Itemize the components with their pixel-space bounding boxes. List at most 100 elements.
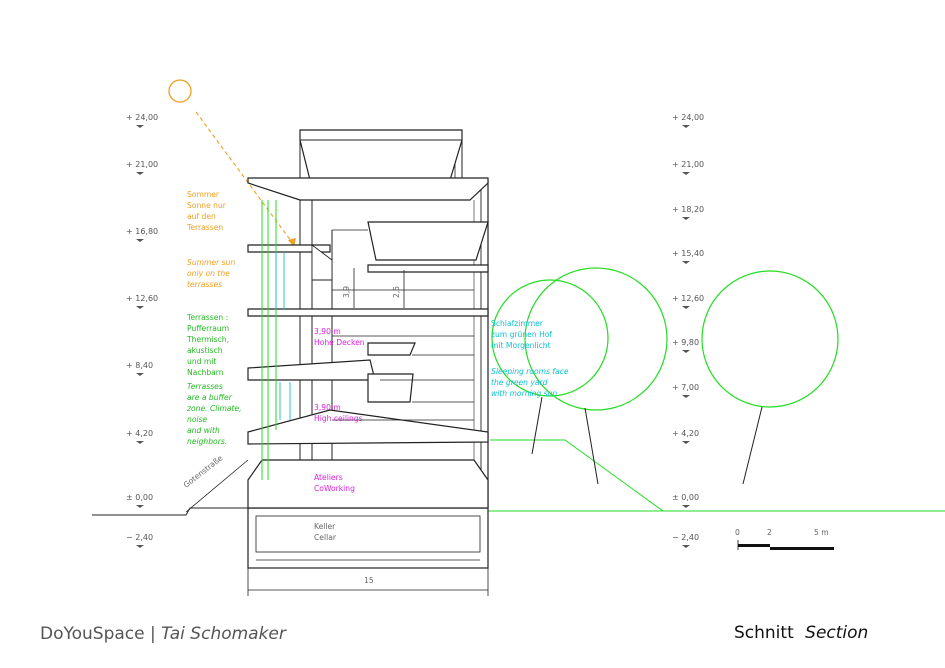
levels-right: + 24,00+ 21,00+ 18,20+ 15,40+ 12,60+ 9,8… bbox=[672, 113, 704, 548]
sun-icon bbox=[168, 79, 192, 103]
terrace-note-en: noise bbox=[187, 415, 208, 424]
street-label: Gotenstraße bbox=[182, 453, 225, 489]
summer-note-de: Terrassen bbox=[186, 223, 223, 232]
ateliers-label: Ateliers bbox=[314, 473, 343, 482]
slab-21 bbox=[247, 177, 489, 201]
terrace-note-de: und mit bbox=[187, 357, 216, 366]
level-marker-icon bbox=[682, 261, 690, 264]
ceiling-note-en: 3,90 m bbox=[314, 403, 341, 412]
dim-label-25: 2,5 bbox=[392, 286, 401, 298]
level-label: + 9,80 bbox=[672, 338, 699, 347]
terrace-note-de: Terrassen : bbox=[186, 313, 228, 322]
scale-bar: 0 2 5 m bbox=[735, 528, 834, 550]
level-label: + 24,00 bbox=[672, 113, 704, 122]
summer-note-de: Sommer bbox=[187, 190, 220, 199]
slab-70 bbox=[367, 373, 414, 403]
scale-label-2: 2 bbox=[767, 528, 772, 537]
terrace-note-en: Terrasses bbox=[187, 382, 223, 391]
terrace-note-de: akustisch bbox=[187, 346, 223, 355]
summer-note-de: auf den bbox=[187, 212, 216, 221]
level-label: + 21,00 bbox=[672, 160, 704, 169]
level-label: + 12,60 bbox=[126, 294, 158, 303]
level-marker-icon bbox=[682, 441, 690, 444]
terrace-note-en: neighbors. bbox=[187, 437, 227, 446]
terrace-note-en: and with bbox=[187, 426, 220, 435]
tree-trunk-2 bbox=[584, 407, 599, 485]
brand-name: DoYouSpace bbox=[40, 624, 145, 644]
level-marker-icon bbox=[682, 306, 690, 309]
terrace-note-en: are a buffer bbox=[187, 393, 233, 402]
courtyard-outline bbox=[490, 439, 664, 512]
level-label: + 16,80 bbox=[126, 227, 158, 236]
level-marker-icon bbox=[682, 217, 690, 220]
levels-left: + 24,00 + 21,00 + 16,80 + 12,60 + 8,40 + 4,20… bbox=[126, 113, 158, 548]
terrace-note-de: Pufferraum bbox=[187, 324, 229, 333]
roof-planter bbox=[299, 129, 463, 181]
level-marker-icon bbox=[136, 306, 144, 309]
level-label: ± 0,00 bbox=[672, 493, 699, 502]
slab-154 bbox=[367, 264, 489, 273]
level-marker-icon bbox=[136, 441, 144, 444]
dim-label-39: 3,9 bbox=[342, 286, 351, 298]
scale-label-0: 0 bbox=[735, 528, 740, 537]
author-name: Tai Schomaker bbox=[161, 624, 286, 644]
level-label: + 8,40 bbox=[126, 361, 153, 370]
level-label: + 21,00 bbox=[126, 160, 158, 169]
width-dim-label: 15 bbox=[364, 576, 374, 585]
scale-label-5m: 5 m bbox=[814, 528, 829, 537]
bedroom-note-de: mit Morgenlicht bbox=[491, 341, 551, 350]
planter-upper bbox=[367, 221, 489, 261]
slab-42 bbox=[247, 409, 489, 445]
bedroom-note-de: Schlafzimmer bbox=[491, 319, 544, 328]
tree-canopy-3 bbox=[701, 270, 839, 408]
ceiling-note-de: Hohe Decken bbox=[314, 338, 365, 347]
cellar-label: Cellar bbox=[314, 533, 337, 542]
bedroom-note-en: Sleeping rooms face bbox=[491, 367, 569, 376]
bedroom-note-de: zum grünen Hof bbox=[491, 330, 552, 339]
level-marker-icon bbox=[682, 172, 690, 175]
title-de: Schnitt bbox=[734, 623, 794, 643]
core-column bbox=[311, 244, 333, 281]
level-label: + 4,20 bbox=[672, 429, 699, 438]
level-label: + 12,60 bbox=[672, 294, 704, 303]
front-glazing bbox=[261, 200, 277, 480]
level-marker-icon bbox=[682, 395, 690, 398]
level-label: − 2,40 bbox=[672, 533, 699, 542]
level-label: − 2,40 bbox=[126, 533, 153, 542]
level-marker-icon bbox=[682, 545, 690, 548]
level-marker-icon bbox=[136, 239, 144, 242]
level-marker-icon bbox=[136, 125, 144, 128]
street-slope bbox=[185, 459, 249, 513]
level-label: ± 0,00 bbox=[126, 493, 153, 502]
floor-lines bbox=[332, 229, 474, 421]
level-marker-icon bbox=[136, 172, 144, 175]
footer-title: Schnitt Section bbox=[734, 623, 868, 643]
bedroom-note-en: with morning sun bbox=[491, 389, 557, 398]
basement bbox=[247, 507, 489, 569]
ground-line bbox=[92, 507, 248, 516]
tree-trunk-1 bbox=[531, 396, 543, 455]
brand-separator: | bbox=[150, 624, 156, 644]
level-marker-icon bbox=[682, 505, 690, 508]
level-marker-icon bbox=[682, 350, 690, 353]
summer-note-de: Sonne nur bbox=[187, 201, 227, 210]
level-marker-icon bbox=[136, 505, 144, 508]
level-marker-icon bbox=[136, 545, 144, 548]
summer-note-en: Summer sun bbox=[187, 258, 235, 267]
level-label: + 24,00 bbox=[126, 113, 158, 122]
terrace-note-de: Nachbarn bbox=[187, 368, 224, 377]
tree-canopy-1 bbox=[491, 279, 609, 397]
footer-brand: DoYouSpace | Tai Schomaker bbox=[40, 624, 286, 644]
level-marker-icon bbox=[136, 373, 144, 376]
ateliers-label: CoWorking bbox=[314, 484, 355, 493]
ceiling-note-en: High ceilings bbox=[314, 414, 363, 423]
title-en: Section bbox=[805, 623, 869, 643]
terrace-note-de: Thermisch, bbox=[186, 335, 229, 344]
level-marker-icon bbox=[682, 125, 690, 128]
slab-98 bbox=[367, 342, 416, 356]
level-label: + 4,20 bbox=[126, 429, 153, 438]
terrace-note-en: zone. Climate, bbox=[186, 404, 242, 413]
slab-0 bbox=[247, 459, 489, 509]
